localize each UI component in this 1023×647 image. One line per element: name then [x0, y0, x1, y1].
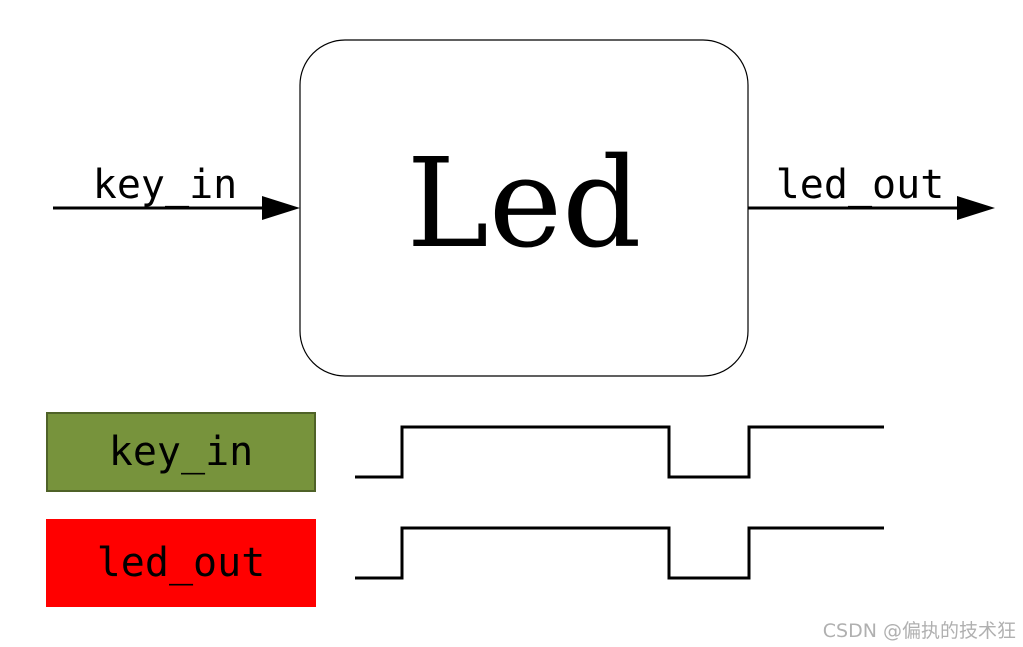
- signal-label-box-key-in: [46, 412, 316, 492]
- input-arrowhead: [262, 196, 300, 220]
- output-port: led_out: [748, 162, 995, 220]
- timing-row-led-out: led_out: [46, 519, 884, 607]
- timing-row-key-in: key_in: [46, 412, 884, 492]
- led-block-title: Led: [406, 132, 641, 276]
- output-arrowhead: [957, 196, 995, 220]
- waveform-led-out: [355, 526, 884, 580]
- signal-name-key-in: key_in: [109, 429, 254, 475]
- watermark: CSDN @偏执的技术狂: [823, 620, 1016, 642]
- waveform-key-in: [355, 425, 884, 479]
- output-port-label: led_out: [776, 162, 945, 208]
- input-port: key_in: [53, 162, 300, 220]
- led-block: Led: [299, 39, 749, 377]
- signal-label-box-led-out: [46, 519, 316, 607]
- signal-name-led-out: led_out: [97, 540, 266, 586]
- input-port-label: key_in: [93, 162, 238, 208]
